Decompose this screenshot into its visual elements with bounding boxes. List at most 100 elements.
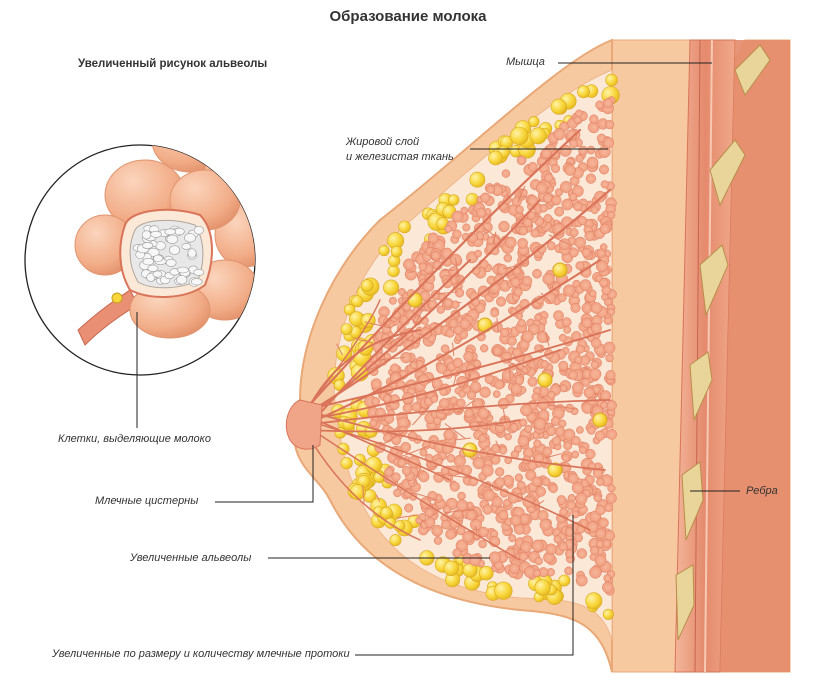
milk-cells (133, 225, 204, 286)
label-fat-line2: и железистая ткань (346, 151, 454, 163)
milk-cell (167, 235, 178, 244)
chest-wall (612, 40, 790, 672)
gland-lobule (518, 238, 528, 248)
fat-lobule (391, 246, 402, 257)
gland-lobule (559, 420, 567, 428)
milk-cell (151, 231, 162, 237)
gland-lobule (599, 278, 608, 287)
gland-lobule (602, 582, 613, 593)
gland-lobule (563, 285, 575, 297)
gland-lobule (446, 529, 456, 539)
gland-lobule (516, 206, 524, 214)
gland-lobule (456, 500, 468, 512)
gland-lobule (425, 273, 435, 283)
gland-lobule (393, 489, 401, 497)
milk-cell (165, 229, 176, 235)
gland-lobule (576, 262, 584, 270)
gland-lobule (604, 574, 611, 581)
gland-lobule (562, 454, 570, 462)
gland-lobule (575, 356, 582, 363)
gland-lobule (607, 211, 615, 219)
gland-lobule (460, 319, 470, 329)
gland-lobule (596, 505, 606, 515)
gland-lobule (481, 193, 491, 203)
gland-lobule (522, 276, 532, 286)
gland-lobule (553, 311, 563, 321)
gland-lobule (444, 429, 455, 440)
gland-lobule (532, 477, 541, 486)
gland-lobule (410, 362, 417, 369)
gland-lobule (603, 540, 611, 548)
gland-lobule (534, 440, 542, 448)
gland-lobule (525, 425, 532, 432)
gland-lobule (599, 165, 608, 174)
gland-lobule (502, 170, 510, 178)
gland-lobule (478, 435, 486, 443)
gland-lobule (456, 399, 465, 408)
gland-lobule (514, 288, 523, 297)
gland-lobule (607, 429, 617, 439)
label-ducts: Увеличенные по размеру и количеству млеч… (52, 648, 350, 660)
milk-cell (142, 242, 153, 248)
fat-lobule (399, 221, 411, 233)
gland-lobule (582, 248, 591, 257)
gland-lobule (605, 504, 613, 512)
gland-lobule (579, 446, 586, 453)
gland-lobule (552, 437, 561, 446)
gland-lobule (510, 515, 521, 526)
gland-lobule (499, 221, 510, 232)
gland-lobule (555, 207, 564, 216)
gland-lobule (517, 481, 525, 489)
fat-lobule (553, 263, 567, 277)
gland-lobule (591, 207, 598, 214)
milk-cell (191, 278, 202, 285)
gland-lobule (433, 417, 441, 425)
gland-lobule (515, 474, 523, 482)
label-alveoli: Увеличенные альвеолы (130, 552, 251, 564)
gland-lobule (493, 391, 500, 398)
fat-lobule (352, 296, 363, 307)
gland-lobule (546, 544, 557, 555)
gland-lobule (541, 360, 549, 368)
gland-lobule (443, 279, 452, 288)
gland-lobule (531, 229, 540, 238)
gland-lobule (580, 280, 591, 291)
gland-lobule (494, 380, 504, 390)
fat-lobule (586, 593, 602, 609)
fat-lobule (538, 373, 552, 387)
gland-lobule (528, 461, 537, 470)
gland-lobule (532, 540, 544, 552)
nipple (286, 400, 322, 449)
gland-lobule (495, 468, 504, 477)
gland-lobule (591, 361, 599, 369)
label-ribs: Ребра (746, 485, 778, 497)
fat-lobule (535, 580, 551, 596)
gland-lobule (608, 485, 616, 493)
fat-lobule (470, 172, 485, 187)
gland-lobule (551, 164, 560, 173)
gland-lobule (605, 120, 614, 129)
gland-lobule (446, 329, 455, 338)
gland-lobule (467, 391, 476, 400)
gland-lobule (505, 237, 516, 248)
gland-lobule (534, 418, 546, 430)
gland-lobule (542, 478, 550, 486)
gland-lobule (557, 495, 566, 504)
gland-lobule (608, 308, 615, 315)
gland-lobule (577, 549, 587, 559)
milk-cell (143, 258, 154, 265)
fat-lobule (510, 127, 528, 145)
gland-lobule (552, 195, 562, 205)
fat-lobule (559, 575, 570, 586)
milk-cell (142, 231, 151, 239)
gland-lobule (565, 567, 573, 575)
label-muscle: Мышца (506, 56, 545, 68)
gland-lobule (601, 181, 609, 189)
gland-lobule (389, 297, 396, 304)
gland-lobule (392, 473, 401, 482)
gland-lobule (594, 494, 602, 502)
gland-lobule (502, 369, 514, 381)
gland-lobule (544, 173, 553, 182)
gland-lobule (493, 347, 502, 356)
gland-lobule (555, 427, 565, 437)
